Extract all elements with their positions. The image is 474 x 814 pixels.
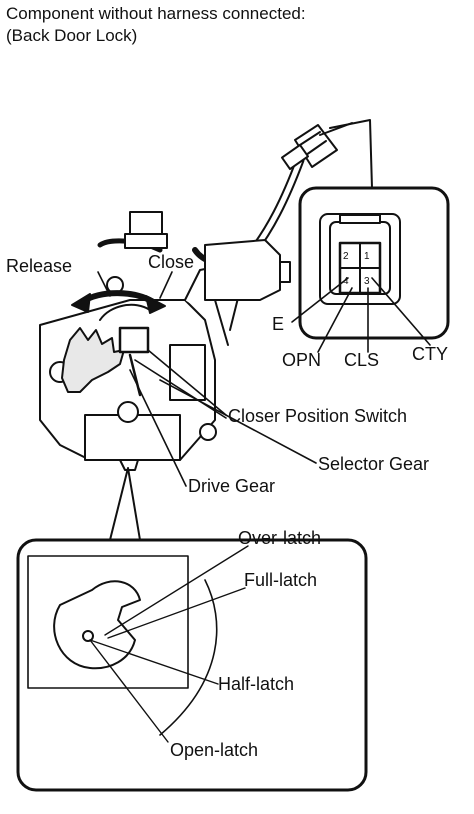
- latch-detail-callout: [16, 538, 368, 792]
- release-close-arrow: [71, 290, 166, 314]
- pin-number-2: 2: [343, 251, 349, 262]
- connector-face-callout: [298, 186, 450, 340]
- pin-label-cty: CTY: [412, 344, 448, 364]
- page-title: Component without harness connected:: [6, 4, 306, 23]
- over-latch-label: Over-latch: [238, 528, 322, 548]
- pin-number-1: 1: [364, 251, 370, 262]
- open-latch-label: Open-latch: [170, 740, 259, 760]
- close-label: Close: [148, 252, 195, 272]
- pin-label-opn: OPN: [282, 350, 322, 370]
- closer-position-switch-label: Closer Position Switch: [228, 406, 408, 426]
- pin-number-3: 3: [364, 276, 370, 287]
- drive-gear-label: Drive Gear: [188, 476, 276, 496]
- selector-gear-label: Selector Gear: [318, 454, 430, 474]
- latch-leader-lines: [89, 545, 249, 743]
- pin-label-e: E: [272, 314, 285, 334]
- motor: [204, 239, 291, 346]
- body-connector: [124, 211, 168, 249]
- harness-plug: [280, 124, 338, 171]
- pin-leader-lines: [291, 277, 431, 353]
- half-latch-label: Half-latch: [218, 674, 295, 694]
- body-leader-lines: [97, 271, 317, 487]
- pin-label-cls: CLS: [344, 350, 380, 370]
- page-subtitle: (Back Door Lock): [6, 26, 138, 45]
- pin-number-4: 4: [343, 276, 349, 287]
- full-latch-label: Full-latch: [244, 570, 318, 590]
- drive-gear: [61, 327, 125, 393]
- release-label: Release: [6, 256, 73, 276]
